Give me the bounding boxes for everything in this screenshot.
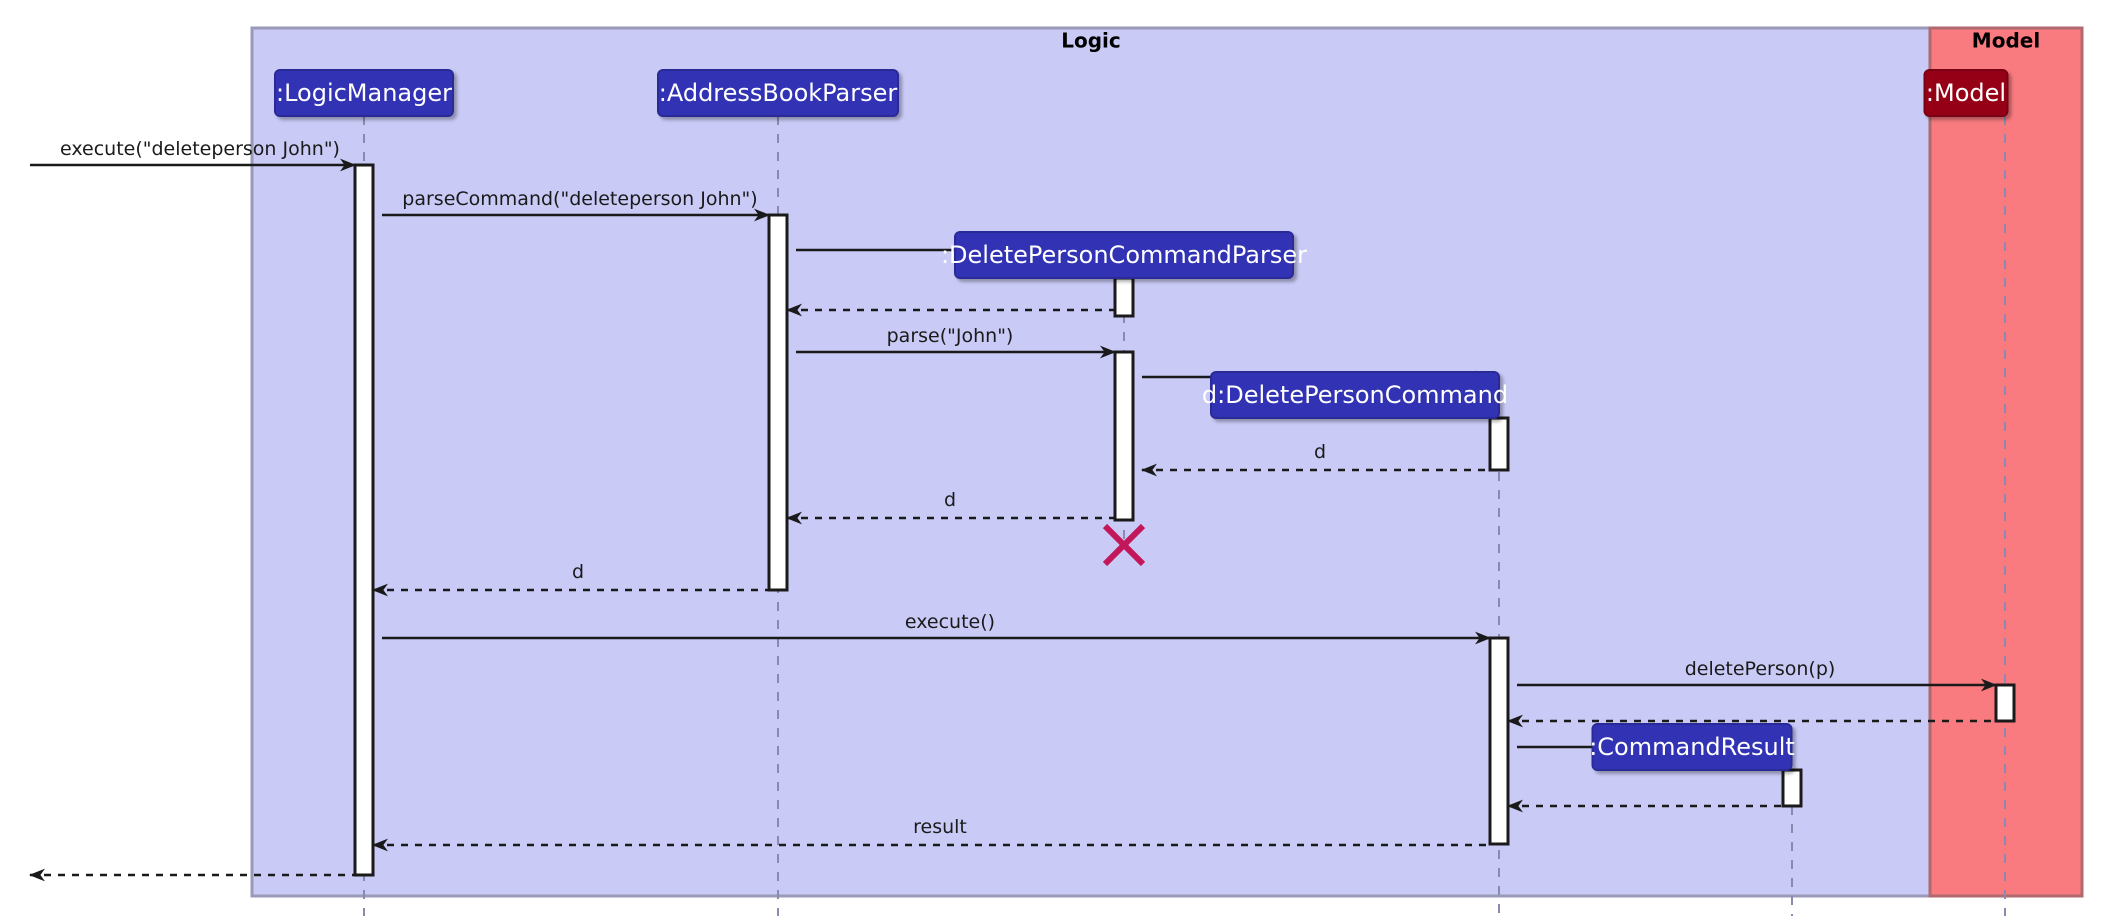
message-label-msg-result: result [913, 816, 967, 838]
package-title-logic: Logic [1061, 29, 1121, 53]
delete-person-command-activation1 [1488, 416, 1510, 472]
delete-person-cmd-parser-destroy [1102, 523, 1146, 567]
message-labels-layer: execute("deleteperson John") parseCommand… [60, 138, 1835, 838]
participant-box-logic-manager[interactable] [274, 69, 454, 117]
participant-box-model[interactable] [1923, 69, 2009, 117]
participant-label-model: :Model [1926, 79, 2006, 107]
participant-command-result[interactable]: :CommandResult [1589, 723, 1795, 771]
activations-layer [353, 163, 2016, 877]
message-label-msg-execute-in: execute("deleteperson John") [60, 138, 340, 160]
participant-box-delete-person-command[interactable] [1210, 371, 1500, 419]
message-label-msg-abp-return-d: d [572, 561, 584, 583]
message-label-msg-parse: parse("John") [887, 325, 1014, 347]
message-label-msg-parse-command: parseCommand("deleteperson John") [402, 188, 757, 210]
package-title-model: Model [1972, 29, 2040, 53]
message-label-msg-execute: execute() [905, 611, 995, 633]
packages-layer: Logic Model [250, 26, 2084, 898]
participant-label-address-book-parser: :AddressBookParser [659, 79, 898, 107]
participant-label-delete-person-command: d:DeletePersonCommand [1202, 381, 1508, 409]
participant-label-delete-person-cmd-parser: :DeletePersonCommandParser [941, 241, 1307, 269]
message-label-msg-parser-return-d: d [944, 489, 956, 511]
delete-person-command-activation2 [1488, 636, 1510, 846]
delete-person-cmd-parser-activation1 [1113, 276, 1135, 318]
participant-box-delete-person-cmd-parser[interactable] [954, 231, 1294, 279]
participant-box-command-result[interactable] [1591, 723, 1793, 771]
participant-box-address-book-parser[interactable] [657, 69, 899, 117]
delete-person-cmd-parser-activation2 [1113, 350, 1135, 522]
participant-model[interactable]: :Model [1923, 69, 2009, 117]
destroy-markers-layer [1102, 523, 1146, 567]
address-book-parser-activation [767, 213, 789, 592]
participant-delete-person-command[interactable]: d:DeletePersonCommand [1202, 371, 1508, 419]
message-label-msg-command-return-d: d [1314, 441, 1326, 463]
participant-label-command-result: :CommandResult [1589, 733, 1795, 761]
model-activation [1994, 683, 2016, 723]
delete-person-cmd-parser-destroy-stroke-2 [1102, 523, 1146, 567]
command-result-activation [1781, 768, 1803, 808]
message-label-msg-delete-person: deletePerson(p) [1685, 658, 1836, 680]
participant-delete-person-cmd-parser[interactable]: :DeletePersonCommandParser [941, 231, 1307, 279]
participant-label-logic-manager: :LogicManager [276, 79, 452, 107]
participant-logic-manager[interactable]: :LogicManager [274, 69, 454, 117]
participants-layer: :LogicManager :AddressBookParser :DeletePe… [274, 69, 2009, 771]
participant-address-book-parser[interactable]: :AddressBookParser [657, 69, 899, 117]
logic-manager-activation [353, 163, 375, 877]
